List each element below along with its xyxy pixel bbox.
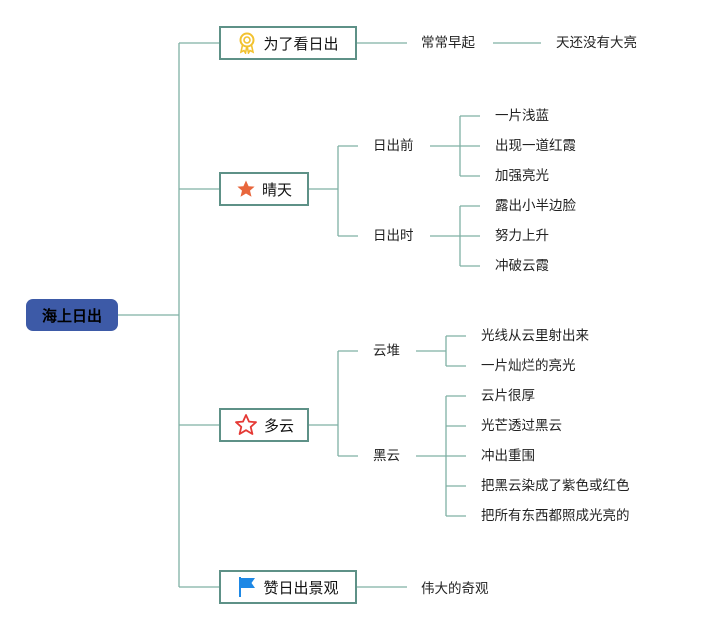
branch-label: 赞日出景观 <box>263 578 339 597</box>
branch-node-cloudy[interactable]: 多云 <box>219 408 309 442</box>
node-cloud-pile[interactable]: 云堆 <box>373 343 400 359</box>
node-early-rise[interactable]: 常常早起 <box>421 35 475 51</box>
node-light-through[interactable]: 光线从云里射出来 <box>481 328 589 344</box>
node-brighten[interactable]: 加强亮光 <box>495 168 549 184</box>
node-light-everything[interactable]: 把所有东西都照成光亮的 <box>481 508 630 524</box>
branch-label: 为了看日出 <box>263 34 339 53</box>
node-brilliant-light[interactable]: 一片灿烂的亮光 <box>481 358 576 374</box>
branch-label: 多云 <box>263 416 294 435</box>
node-rays-through[interactable]: 光芒透过黑云 <box>481 418 562 434</box>
branch-label: 晴天 <box>261 180 292 199</box>
node-rising[interactable]: 努力上升 <box>495 228 549 244</box>
flag-icon <box>237 576 257 598</box>
node-during-sunrise[interactable]: 日出时 <box>373 228 414 244</box>
node-not-bright[interactable]: 天还没有大亮 <box>556 35 637 51</box>
node-before-sunrise[interactable]: 日出前 <box>373 138 414 154</box>
node-half-face[interactable]: 露出小半边脸 <box>495 198 576 214</box>
award-ribbon-icon <box>237 32 257 54</box>
node-grand-wonder[interactable]: 伟大的奇观 <box>421 581 489 597</box>
node-dark-cloud[interactable]: 黑云 <box>373 448 400 464</box>
node-dye-clouds[interactable]: 把黑云染成了紫色或红色 <box>481 478 630 494</box>
node-light-blue[interactable]: 一片浅蓝 <box>495 108 549 124</box>
branch-node-praise[interactable]: 赞日出景观 <box>219 570 357 604</box>
node-red-glow[interactable]: 出现一道红霞 <box>495 138 576 154</box>
node-thick-clouds[interactable]: 云片很厚 <box>481 388 535 404</box>
star-filled-icon <box>236 179 256 199</box>
node-break-clouds[interactable]: 冲破云霞 <box>495 258 549 274</box>
branch-node-sunrise-purpose[interactable]: 为了看日出 <box>219 26 357 60</box>
branch-node-sunny[interactable]: 晴天 <box>219 172 309 206</box>
node-break-out[interactable]: 冲出重围 <box>481 448 535 464</box>
root-node[interactable]: 海上日出 <box>26 299 118 331</box>
star-outline-icon <box>234 413 258 437</box>
